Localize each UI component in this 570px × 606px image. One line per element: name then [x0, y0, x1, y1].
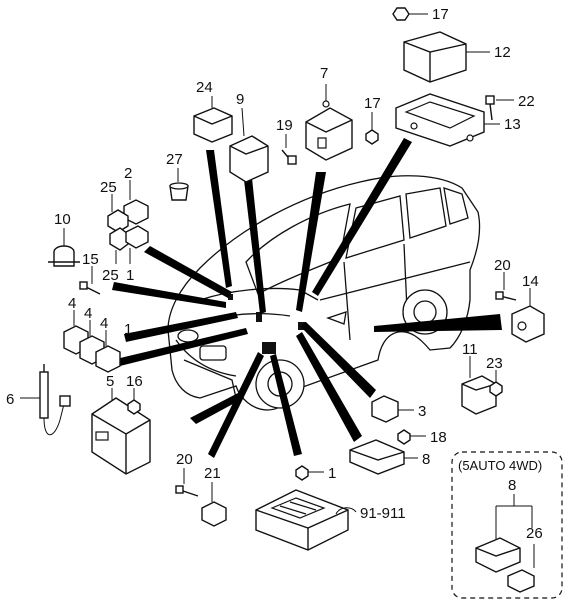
part-24-relay: [193, 96, 233, 143]
part-15-bolt: [79, 266, 101, 295]
label-91-911: 91-911: [360, 505, 406, 522]
wedge-1c: [270, 354, 302, 456]
label-22: 22: [518, 93, 535, 110]
label-18: 18: [430, 429, 447, 446]
label-11: 11: [462, 341, 478, 358]
part-17-nut-mid: [365, 112, 379, 145]
part-10-sensor: [48, 228, 80, 267]
wedge-14: [374, 314, 502, 332]
part-labels: 17 12 22 13 7 17 24 9 19 27 2 25 10 15 2…: [6, 6, 543, 542]
wedge-3: [300, 322, 376, 398]
label-27: 27: [166, 151, 183, 168]
label-4-a: 4: [68, 295, 76, 312]
part-8-module: [349, 439, 418, 475]
label-8: 8: [422, 451, 430, 468]
part-14-module: [511, 288, 545, 343]
part-23-nut: [489, 370, 503, 397]
part-5-ecu: [91, 388, 151, 475]
label-4-b: 4: [84, 305, 92, 322]
label-15: 15: [82, 251, 99, 268]
inset-title: (5AUTO 4WD): [458, 458, 542, 473]
label-26: 26: [526, 525, 543, 542]
label-3: 3: [418, 403, 426, 420]
label-24: 24: [196, 79, 213, 96]
part-9-module: [229, 107, 269, 183]
inset-5auto-4wd: [451, 451, 563, 599]
wedge-7: [296, 172, 326, 312]
wedge-21: [208, 352, 264, 458]
leader-wedges: [112, 138, 502, 458]
label-25-top: 25: [100, 179, 117, 196]
label-25-bottom: 25: [102, 267, 119, 284]
label-6: 6: [6, 391, 14, 408]
label-1-b: 1: [124, 321, 132, 338]
label-20-right: 20: [494, 257, 511, 274]
label-21: 21: [204, 465, 221, 482]
label-10: 10: [54, 211, 71, 228]
wedge-10: [144, 246, 232, 298]
part-6-sensor: [20, 364, 71, 436]
part-19-bolt: [281, 134, 297, 165]
label-1-c: 1: [328, 465, 336, 482]
wedge-8: [296, 332, 362, 442]
label-12: 12: [494, 44, 511, 61]
part-4-relays: [63, 310, 121, 373]
part-17-nut-top: [392, 7, 428, 21]
part-25-relay: [107, 194, 149, 264]
label-23: 23: [486, 355, 503, 372]
wedge-5: [190, 392, 244, 424]
part-27-cap: [169, 168, 189, 201]
part-16-nut: [127, 388, 141, 415]
part-13-bracket: [395, 93, 500, 147]
label-2: 2: [124, 165, 132, 182]
part-21-relay: [201, 482, 227, 527]
part-22-bolt: [485, 95, 514, 121]
wedge-13: [312, 138, 412, 296]
label-4-c: 4: [100, 315, 108, 332]
label-19: 19: [276, 117, 293, 134]
label-8-inset: 8: [508, 477, 516, 494]
label-5: 5: [106, 373, 114, 390]
label-7: 7: [320, 65, 328, 82]
label-16: 16: [126, 373, 143, 390]
part-fuse-box: [255, 489, 357, 551]
label-9: 9: [236, 91, 244, 108]
wedge-24: [206, 150, 232, 288]
label-1-a: 1: [126, 267, 134, 284]
label-20-bottom: 20: [176, 451, 193, 468]
wedge-4: [124, 312, 238, 342]
part-3-relay: [371, 395, 414, 423]
part-20-bolt-bottom: [175, 468, 199, 497]
label-17-top: 17: [432, 6, 449, 23]
wedge-9: [244, 178, 266, 314]
part-18-nut: [397, 429, 426, 445]
label-17-mid: 17: [364, 95, 381, 112]
part-1-nut-bottom: [295, 465, 324, 481]
wedge-15: [112, 282, 226, 308]
label-13: 13: [504, 116, 521, 133]
part-12-module: [403, 31, 490, 83]
part-20-bolt-right: [495, 272, 517, 301]
label-14: 14: [522, 273, 539, 290]
part-11-module: [461, 356, 497, 415]
part-7-module: [305, 84, 353, 161]
wedge-1: [112, 328, 248, 368]
